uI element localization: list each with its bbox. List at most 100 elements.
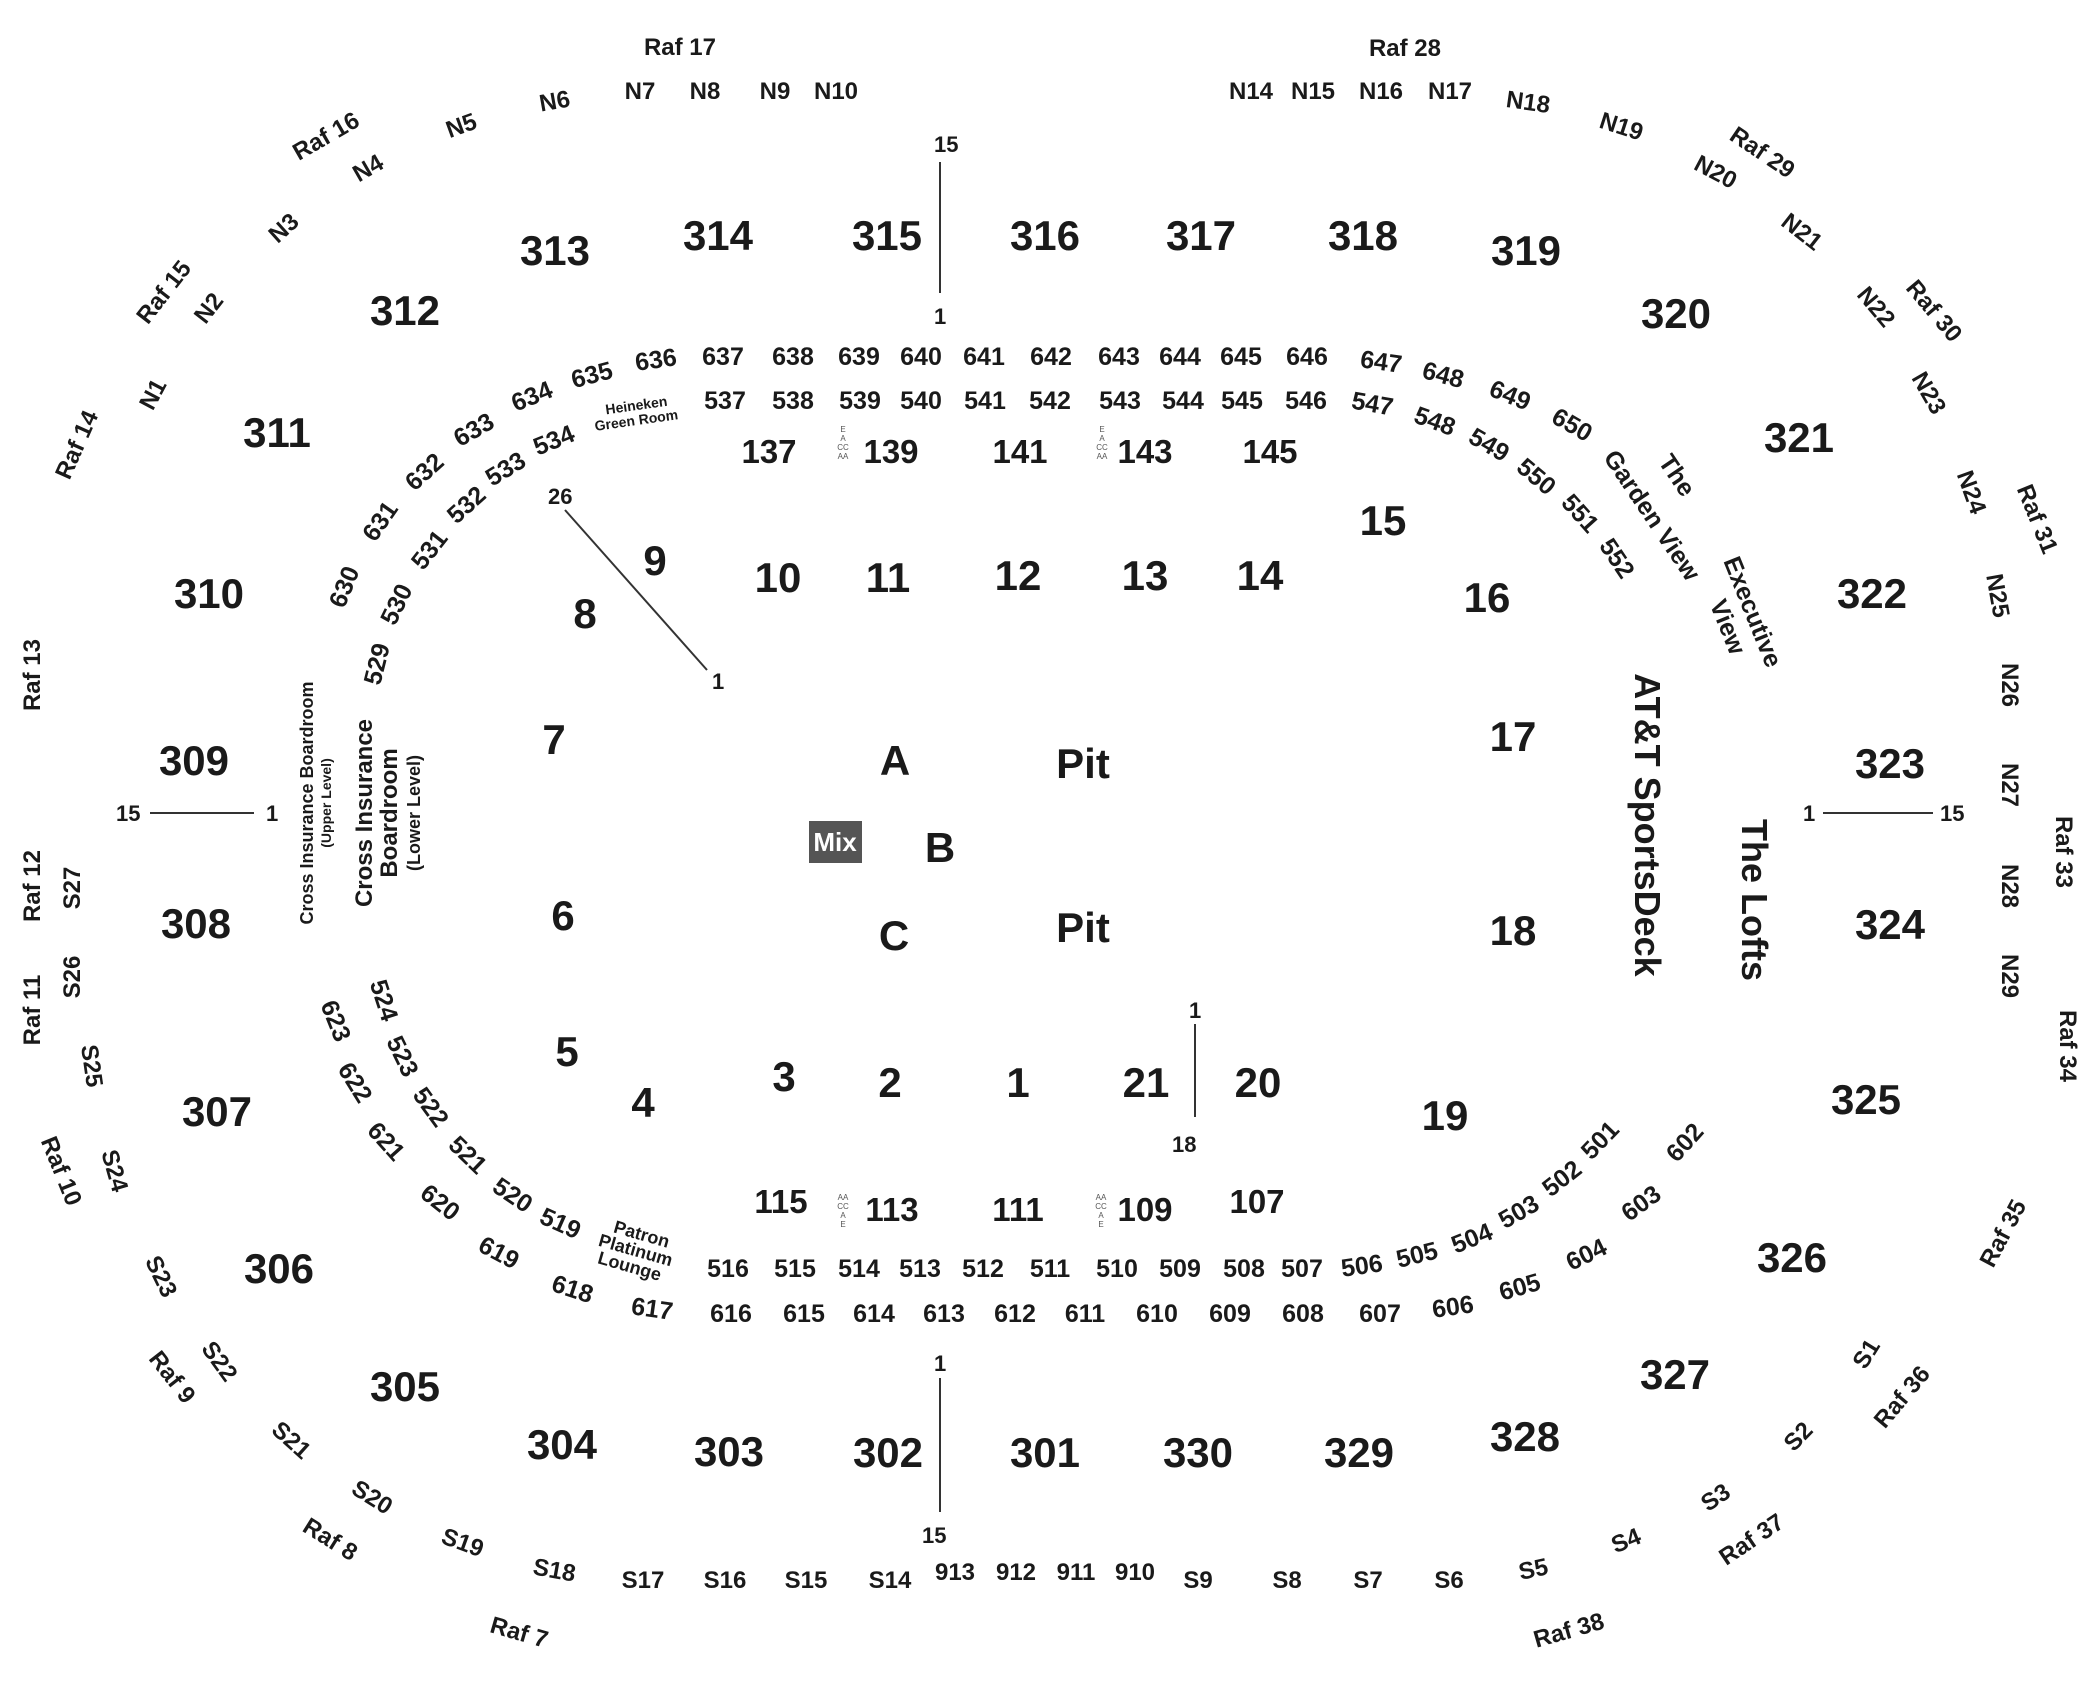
section-floor-17[interactable]: 17 (1490, 713, 1537, 760)
loge-S17[interactable]: S17 (622, 1567, 665, 1594)
section-floor-12[interactable]: 12 (995, 552, 1042, 599)
section-614[interactable]: 614 (853, 1300, 895, 1328)
section-647[interactable]: 647 (1359, 345, 1404, 379)
loge-S21[interactable]: S21 (266, 1416, 316, 1465)
rafter-raf-11[interactable]: Raf 11 (19, 975, 46, 1046)
section-637[interactable]: 637 (702, 343, 744, 371)
loge-S5[interactable]: S5 (1516, 1553, 1550, 1586)
section-314[interactable]: 314 (683, 212, 754, 259)
loge-N19[interactable]: N19 (1596, 107, 1646, 146)
section-304[interactable]: 304 (527, 1421, 598, 1468)
section-508[interactable]: 508 (1223, 1255, 1265, 1283)
section-326[interactable]: 326 (1757, 1234, 1827, 1281)
section-542[interactable]: 542 (1029, 387, 1071, 415)
section-616[interactable]: 616 (710, 1300, 752, 1328)
section-floor-2[interactable]: 2 (878, 1059, 901, 1106)
section-644[interactable]: 644 (1159, 343, 1201, 371)
section-316[interactable]: 316 (1010, 212, 1080, 259)
section-502[interactable]: 502 (1537, 1155, 1587, 1203)
section-617[interactable]: 617 (630, 1292, 675, 1326)
loge-S15[interactable]: S15 (785, 1567, 828, 1594)
mix-section[interactable]: Mix (809, 821, 862, 863)
section-322[interactable]: 322 (1837, 570, 1907, 617)
loge-N1[interactable]: N1 (134, 375, 172, 415)
section-321[interactable]: 321 (1764, 414, 1834, 461)
section-604[interactable]: 604 (1562, 1233, 1612, 1276)
section-551[interactable]: 551 (1556, 489, 1605, 539)
section-638[interactable]: 638 (772, 343, 814, 371)
loge-S8[interactable]: S8 (1272, 1567, 1301, 1594)
section-329[interactable]: 329 (1324, 1429, 1394, 1476)
section-635[interactable]: 635 (568, 356, 616, 394)
loge-912[interactable]: 912 (996, 1559, 1036, 1586)
section-309[interactable]: 309 (159, 737, 229, 784)
rafter-raf-28[interactable]: Raf 28 (1369, 35, 1441, 62)
section-511[interactable]: 511 (1030, 1255, 1070, 1283)
section-631[interactable]: 631 (357, 496, 404, 546)
rafter-raf-36[interactable]: Raf 36 (1869, 1361, 1936, 1434)
section-532[interactable]: 532 (442, 481, 492, 530)
section-633[interactable]: 633 (449, 408, 499, 453)
rafter-raf-14[interactable]: Raf 14 (50, 406, 104, 483)
section-523[interactable]: 523 (380, 1032, 423, 1082)
section-311[interactable]: 311 (243, 409, 311, 456)
section-545[interactable]: 545 (1221, 387, 1263, 415)
rafter-raf-12[interactable]: Raf 12 (19, 850, 46, 922)
section-302[interactable]: 302 (853, 1429, 923, 1476)
rafter-raf-15[interactable]: Raf 15 (131, 256, 197, 329)
section-524[interactable]: 524 (364, 976, 404, 1024)
section-620[interactable]: 620 (415, 1179, 465, 1227)
loge-N23[interactable]: N23 (1906, 367, 1951, 419)
loge-S6[interactable]: S6 (1434, 1567, 1463, 1594)
section-648[interactable]: 648 (1419, 356, 1467, 394)
venue-heineken-green-room[interactable]: Heineken Green Room (594, 393, 679, 434)
section-514[interactable]: 514 (838, 1255, 880, 1283)
loge-911[interactable]: 911 (1057, 1559, 1096, 1586)
loge-N6[interactable]: N6 (537, 86, 572, 118)
venue-executive-view[interactable]: Executive View (1704, 553, 1787, 672)
rafter-raf-8[interactable]: Raf 8 (298, 1513, 362, 1567)
section-floor-8[interactable]: 8 (573, 590, 596, 637)
rafter-raf-9[interactable]: Raf 9 (143, 1346, 200, 1409)
venue-cross-insurance-boardroom-upper[interactable]: Cross Insurance Boardroom (Upper Level) (297, 681, 334, 924)
section-537[interactable]: 537 (704, 387, 746, 415)
section-618[interactable]: 618 (548, 1270, 596, 1310)
section-floor-16[interactable]: 16 (1464, 574, 1511, 621)
section-612[interactable]: 612 (994, 1300, 1036, 1328)
section-615[interactable]: 615 (783, 1300, 825, 1328)
section-floor-5[interactable]: 5 (555, 1028, 578, 1075)
loge-S26[interactable]: S26 (59, 956, 86, 999)
section-608[interactable]: 608 (1282, 1300, 1324, 1328)
section-floor-18[interactable]: 18 (1490, 907, 1537, 954)
loge-N5[interactable]: N5 (442, 108, 480, 144)
section-floor-4[interactable]: 4 (631, 1079, 655, 1126)
section-115[interactable]: 115 (754, 1183, 807, 1220)
section-642[interactable]: 642 (1030, 343, 1072, 371)
section-602[interactable]: 602 (1661, 1118, 1710, 1168)
section-531[interactable]: 531 (406, 525, 454, 575)
section-533[interactable]: 533 (481, 446, 531, 492)
section-503[interactable]: 503 (1494, 1190, 1544, 1235)
section-floor-B[interactable]: B (925, 824, 955, 871)
section-509[interactable]: 509 (1159, 1255, 1201, 1283)
section-623[interactable]: 623 (315, 996, 357, 1045)
section-619[interactable]: 619 (474, 1231, 524, 1275)
loge-N22[interactable]: N22 (1851, 282, 1900, 333)
section-325[interactable]: 325 (1831, 1076, 1901, 1123)
loge-S18[interactable]: S18 (531, 1554, 578, 1588)
rafter-raf-38[interactable]: Raf 38 (1531, 1608, 1608, 1654)
section-floor-15[interactable]: 15 (1360, 497, 1407, 544)
section-317[interactable]: 317 (1166, 212, 1236, 259)
loge-N4[interactable]: N4 (348, 149, 389, 188)
section-646[interactable]: 646 (1286, 343, 1328, 371)
loge-S14[interactable]: S14 (869, 1567, 912, 1594)
loge-S9[interactable]: S9 (1183, 1567, 1212, 1594)
section-513[interactable]: 513 (899, 1255, 941, 1283)
section-645[interactable]: 645 (1220, 343, 1262, 371)
loge-S19[interactable]: S19 (438, 1523, 487, 1563)
section-515[interactable]: 515 (774, 1255, 816, 1283)
loge-913[interactable]: 913 (935, 1559, 975, 1586)
section-312[interactable]: 312 (370, 287, 440, 334)
loge-S22[interactable]: S22 (196, 1336, 243, 1386)
section-529[interactable]: 529 (359, 640, 396, 687)
